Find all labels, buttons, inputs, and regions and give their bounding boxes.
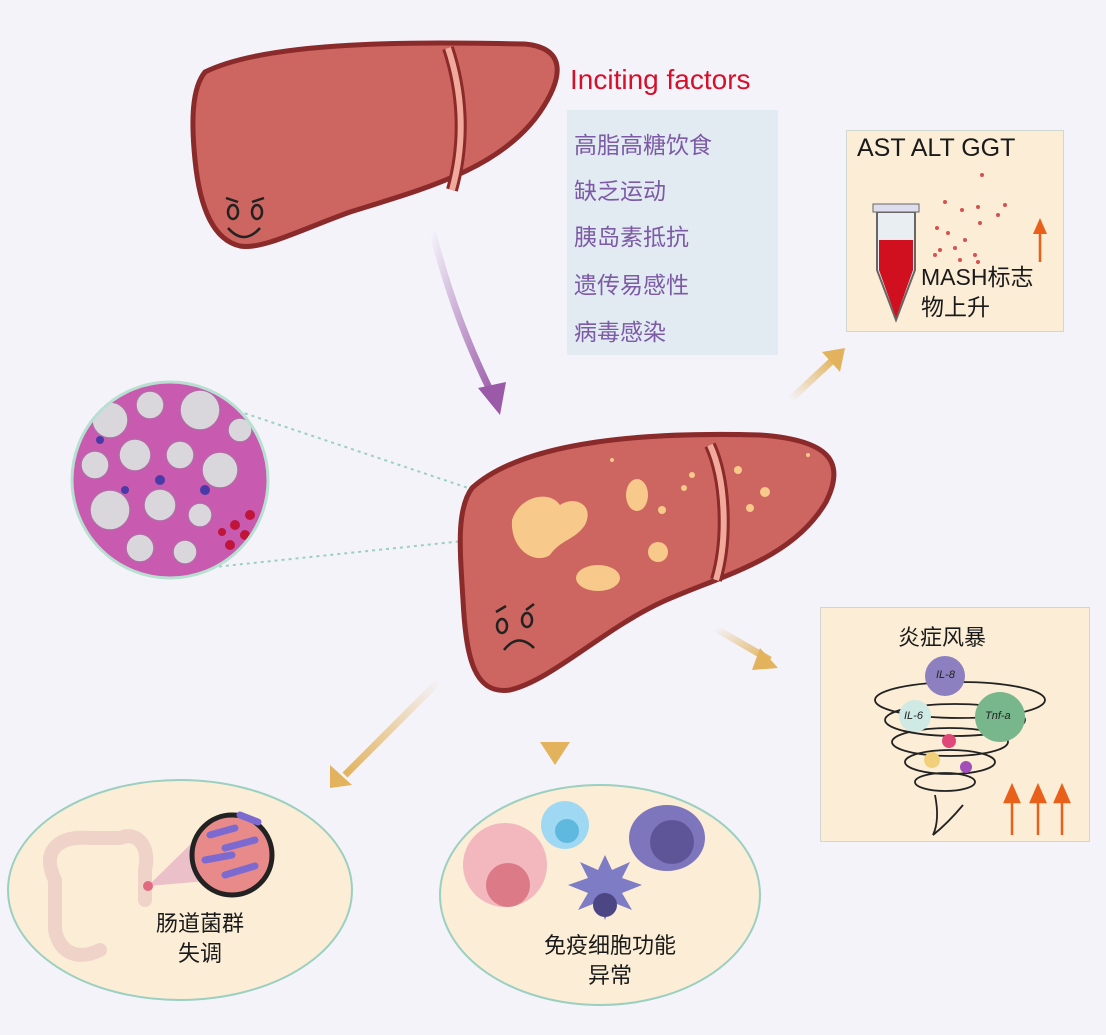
immune-label-line1: 免疫细胞功能 bbox=[543, 934, 676, 959]
intestine-icon bbox=[43, 829, 154, 962]
factor-item: 高脂高糖饮食 bbox=[574, 133, 712, 159]
fat-droplets bbox=[511, 453, 810, 591]
progression-arrow bbox=[428, 229, 506, 415]
gut-label-line2: 失调 bbox=[178, 942, 223, 967]
fatty-liver bbox=[457, 431, 837, 693]
immune-label-line2: 异常 bbox=[587, 964, 632, 989]
outcome-arrows bbox=[330, 348, 845, 788]
factor-item: 胰岛素抵抗 bbox=[574, 225, 689, 251]
markers-title: AST ALT GGT bbox=[857, 134, 1016, 162]
inciting-factors-title: Inciting factors bbox=[570, 64, 751, 95]
bacteria-magnifier-icon bbox=[189, 811, 275, 898]
cytokine-il8: IL-8 bbox=[936, 669, 955, 681]
factor-item: 遗传易感性 bbox=[574, 273, 689, 299]
inciting-factors-list: 高脂高糖饮食 缺乏运动 胰岛素抵抗 遗传易感性 病毒感染 bbox=[567, 110, 778, 355]
immune-cell-icon bbox=[463, 823, 547, 907]
gut-panel bbox=[7, 779, 353, 1001]
gut-label-line1: 肠道菌群 bbox=[156, 912, 245, 937]
immune-cell-icon bbox=[629, 805, 705, 871]
storm-title: 炎症风暴 bbox=[898, 626, 987, 651]
healthy-liver bbox=[190, 40, 560, 250]
histology-image bbox=[70, 380, 541, 580]
immune-label: 免疫细胞功能 异常 bbox=[525, 932, 695, 992]
markers-label-line1: MASH标志 bbox=[921, 264, 1034, 290]
dendritic-cell-icon bbox=[568, 855, 642, 920]
happy-face-icon bbox=[225, 196, 265, 239]
immune-cell-icon bbox=[541, 801, 589, 849]
markers-label: MASH标志 物上升 bbox=[921, 262, 1033, 322]
sad-face-icon bbox=[495, 603, 535, 651]
factor-item: 缺乏运动 bbox=[574, 179, 666, 205]
markers-label-line2: 物上升 bbox=[921, 294, 990, 320]
cytokine-tnfa: Tnf-a bbox=[985, 710, 1011, 722]
factor-item: 病毒感染 bbox=[574, 320, 666, 346]
immune-panel bbox=[439, 784, 761, 1006]
gut-label: 肠道菌群 失调 bbox=[156, 910, 244, 970]
cytokine-il6: IL-6 bbox=[904, 710, 923, 722]
